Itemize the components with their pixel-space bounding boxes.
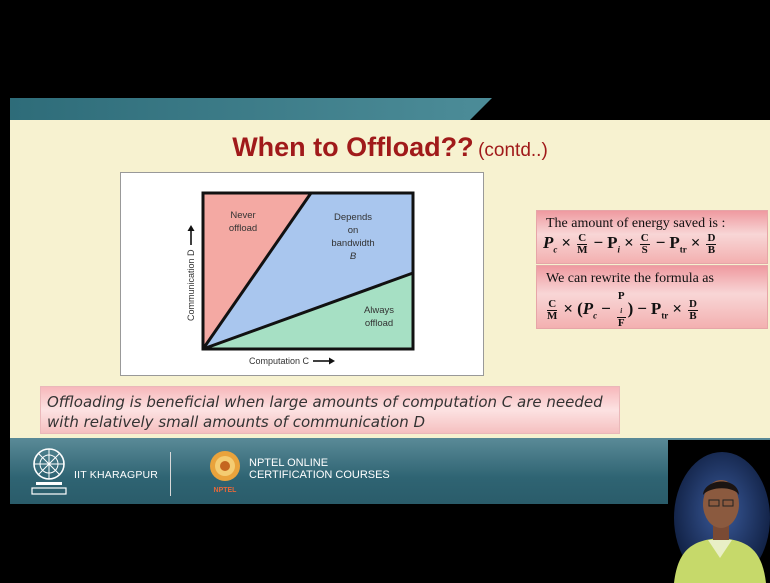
depends-region [203,193,413,349]
label-always-offload: offload [365,318,393,329]
plot-frame [201,191,415,351]
y-axis-label: Communication D [186,249,196,321]
op-minus: − [593,233,604,253]
x-axis-arrow [313,357,335,365]
rewrite-intro: We can rewrite the formula as [546,271,714,286]
slide-title: When to Offload?? (contd..) [10,132,770,163]
label-B: B [350,251,357,262]
title-main: When to Offload?? [232,132,474,162]
label-on: on [348,225,359,236]
nptel-logo-icon: NPTEL [210,451,240,494]
footer-divider [170,452,171,496]
nptel-line-2: CERTIFICATION COURSES [249,469,390,481]
label-bandwidth: bandwidth [331,238,374,249]
sym-P: P [582,298,594,318]
sym-P: P [650,298,662,318]
label-never: Never [230,210,255,221]
op-times: × [672,298,682,318]
offload-diagram: Never offload Depends on bandwidth B Alw… [120,172,484,376]
paren-close: ) [627,298,634,318]
sym-P: P [543,233,554,253]
note-line-1: Offloading is beneficial when large amou… [47,393,603,411]
iit-kharagpur-label: IIT KHARAGPUR [74,469,159,481]
offload-diagram-svg: Never offload Depends on bandwidth B Alw… [186,191,415,366]
op-times: × [561,233,572,253]
y-axis-arrow [187,225,195,245]
boundary-line-lower [202,271,414,351]
footer-bar: IIT KHARAGPUR NPTEL NPTEL ONLINE CERTIFI… [10,438,770,504]
offloading-note: Offloading is beneficial when large amou… [40,386,620,434]
sym-P: P [607,233,618,253]
sym-c: c [553,244,558,255]
nptel-label: NPTEL ONLINE CERTIFICATION COURSES [249,457,390,481]
iit-kharagpur-logo-icon [31,448,67,495]
sym-P: P [669,233,680,253]
label-depends: Depends [334,212,372,223]
nptel-line-1: NPTEL ONLINE [249,457,329,469]
x-axis-label: Computation C [249,356,310,366]
sym-tr: tr [661,310,669,321]
op-minus: − [601,298,611,318]
sym-c: c [593,310,598,321]
boundary-line-upper [201,192,313,350]
note-line-2: with relatively small amounts of communi… [47,413,426,431]
presenter-video-inset [668,440,770,583]
header-accent-bar [10,98,492,120]
label-always: Always [364,305,394,316]
op-minus: − [655,233,666,253]
sym-i: i [617,244,621,255]
label-never-offload: offload [229,223,257,234]
nptel-logo-text: NPTEL [214,487,238,494]
op-times: × [690,233,701,253]
slide: When to Offload?? (contd..) Never offloa… [10,120,770,438]
op-times: × [624,233,634,253]
op-times: × [563,298,574,318]
energy-saved-intro: The amount of energy saved is : [546,216,726,231]
op-minus: − [637,298,647,318]
title-sub: (contd..) [478,140,548,161]
paren-open: ( [577,298,583,318]
sym-tr: tr [679,244,687,255]
